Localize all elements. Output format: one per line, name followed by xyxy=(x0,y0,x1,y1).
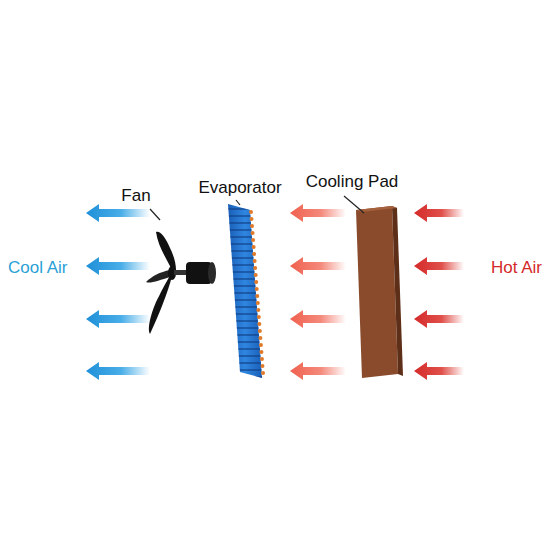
coil-bend xyxy=(250,224,254,228)
airflow-arrow xyxy=(290,257,346,275)
coil-bend xyxy=(261,371,265,375)
coil-bend xyxy=(255,294,259,298)
airflow-arrow xyxy=(290,362,346,380)
airflow-arrow xyxy=(86,257,150,275)
coil-bend xyxy=(249,210,253,214)
airflow-arrow xyxy=(290,204,346,222)
coil-bend xyxy=(259,343,263,347)
part-label: Evaporator xyxy=(198,178,281,198)
coil-bend xyxy=(252,252,256,256)
coil-bend xyxy=(251,231,255,235)
airflow-arrow xyxy=(414,310,464,328)
part-label: Fan xyxy=(121,186,150,206)
coil-bend xyxy=(257,315,261,319)
coil-bend xyxy=(255,287,259,291)
part-label: Evaporator xyxy=(198,178,281,197)
airflow-arrow xyxy=(86,362,150,380)
coil-bend xyxy=(254,273,258,277)
fan-illustration xyxy=(146,209,216,334)
coil-bend xyxy=(258,336,262,340)
part-label: Cooling Pad xyxy=(306,172,399,191)
airflow-arrow xyxy=(414,257,464,275)
coil-bend xyxy=(256,308,260,312)
airflow-arrow xyxy=(86,310,150,328)
part-label: Fan xyxy=(121,186,150,205)
airflow-arrow xyxy=(414,204,464,222)
coil-bend xyxy=(251,238,255,242)
coil-bend xyxy=(253,266,257,270)
airflow-label: Hot Air xyxy=(491,258,542,278)
airflow-arrow xyxy=(86,204,150,222)
coil-bend xyxy=(256,301,260,305)
part-label: Cooling Pad xyxy=(306,172,399,192)
coil-bend xyxy=(258,329,262,333)
coil-bend xyxy=(253,259,257,263)
cooling-pad-illustration xyxy=(344,196,403,378)
coil-bend xyxy=(260,357,264,361)
airflow-label: Hot Air xyxy=(491,258,542,277)
airflow-arrow xyxy=(414,362,464,380)
coil-bend xyxy=(260,364,264,368)
coil-bend xyxy=(252,245,256,249)
coil-bend xyxy=(254,280,258,284)
coil-bend xyxy=(257,322,261,326)
coil-bend xyxy=(259,350,263,354)
airflow-label: Cool Air xyxy=(8,258,68,278)
evaporator-illustration xyxy=(228,200,265,378)
airflow-arrow xyxy=(290,310,346,328)
airflow-label: Cool Air xyxy=(8,258,68,277)
coil-bend xyxy=(250,217,254,221)
